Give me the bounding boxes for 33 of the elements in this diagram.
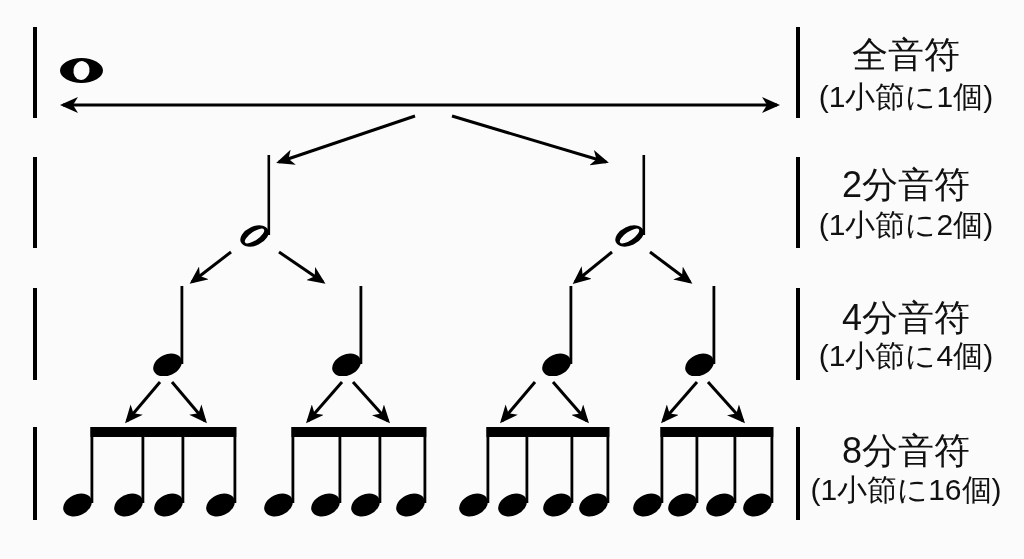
note-value-name: 全音符 [852,37,960,73]
arrow [572,250,613,284]
arrow [189,250,232,284]
arrow [551,381,589,424]
whole-note-icon [60,58,103,83]
note-value-name: 8分音符 [842,433,970,469]
arrow [306,381,344,424]
arrow [125,381,162,424]
arrow [451,114,609,166]
arrow [278,250,326,284]
quarter-note-icon [541,286,573,376]
notes-per-measure: (1小節に2個) [818,210,994,240]
beamed-eighth-notes-drawing [263,427,427,517]
arrow [661,381,699,424]
half-note-icon [614,155,646,247]
note-value-name: 4分音符 [842,300,970,336]
quarter-note-icon [331,286,363,376]
notes-per-measure: (1小節に1個) [818,82,994,112]
arrow [276,114,416,165]
arrow [649,250,693,284]
beamed-eighth-notes-drawing [62,427,237,517]
quarter-note-icon [152,286,184,376]
beamed-eighth-notes-drawing [458,427,610,517]
arrow [706,381,745,424]
arrow [170,381,207,424]
beamed-eighth-notes-drawing [632,427,774,517]
note-value-name: 2分音符 [842,167,970,203]
arrow [351,381,390,424]
notes-per-measure: (1小節に16個) [810,475,1002,505]
quarter-note-icon [684,286,716,376]
arrow [500,381,537,424]
half-note-icon [239,155,271,247]
notes-per-measure: (1小節に4個) [818,341,994,371]
